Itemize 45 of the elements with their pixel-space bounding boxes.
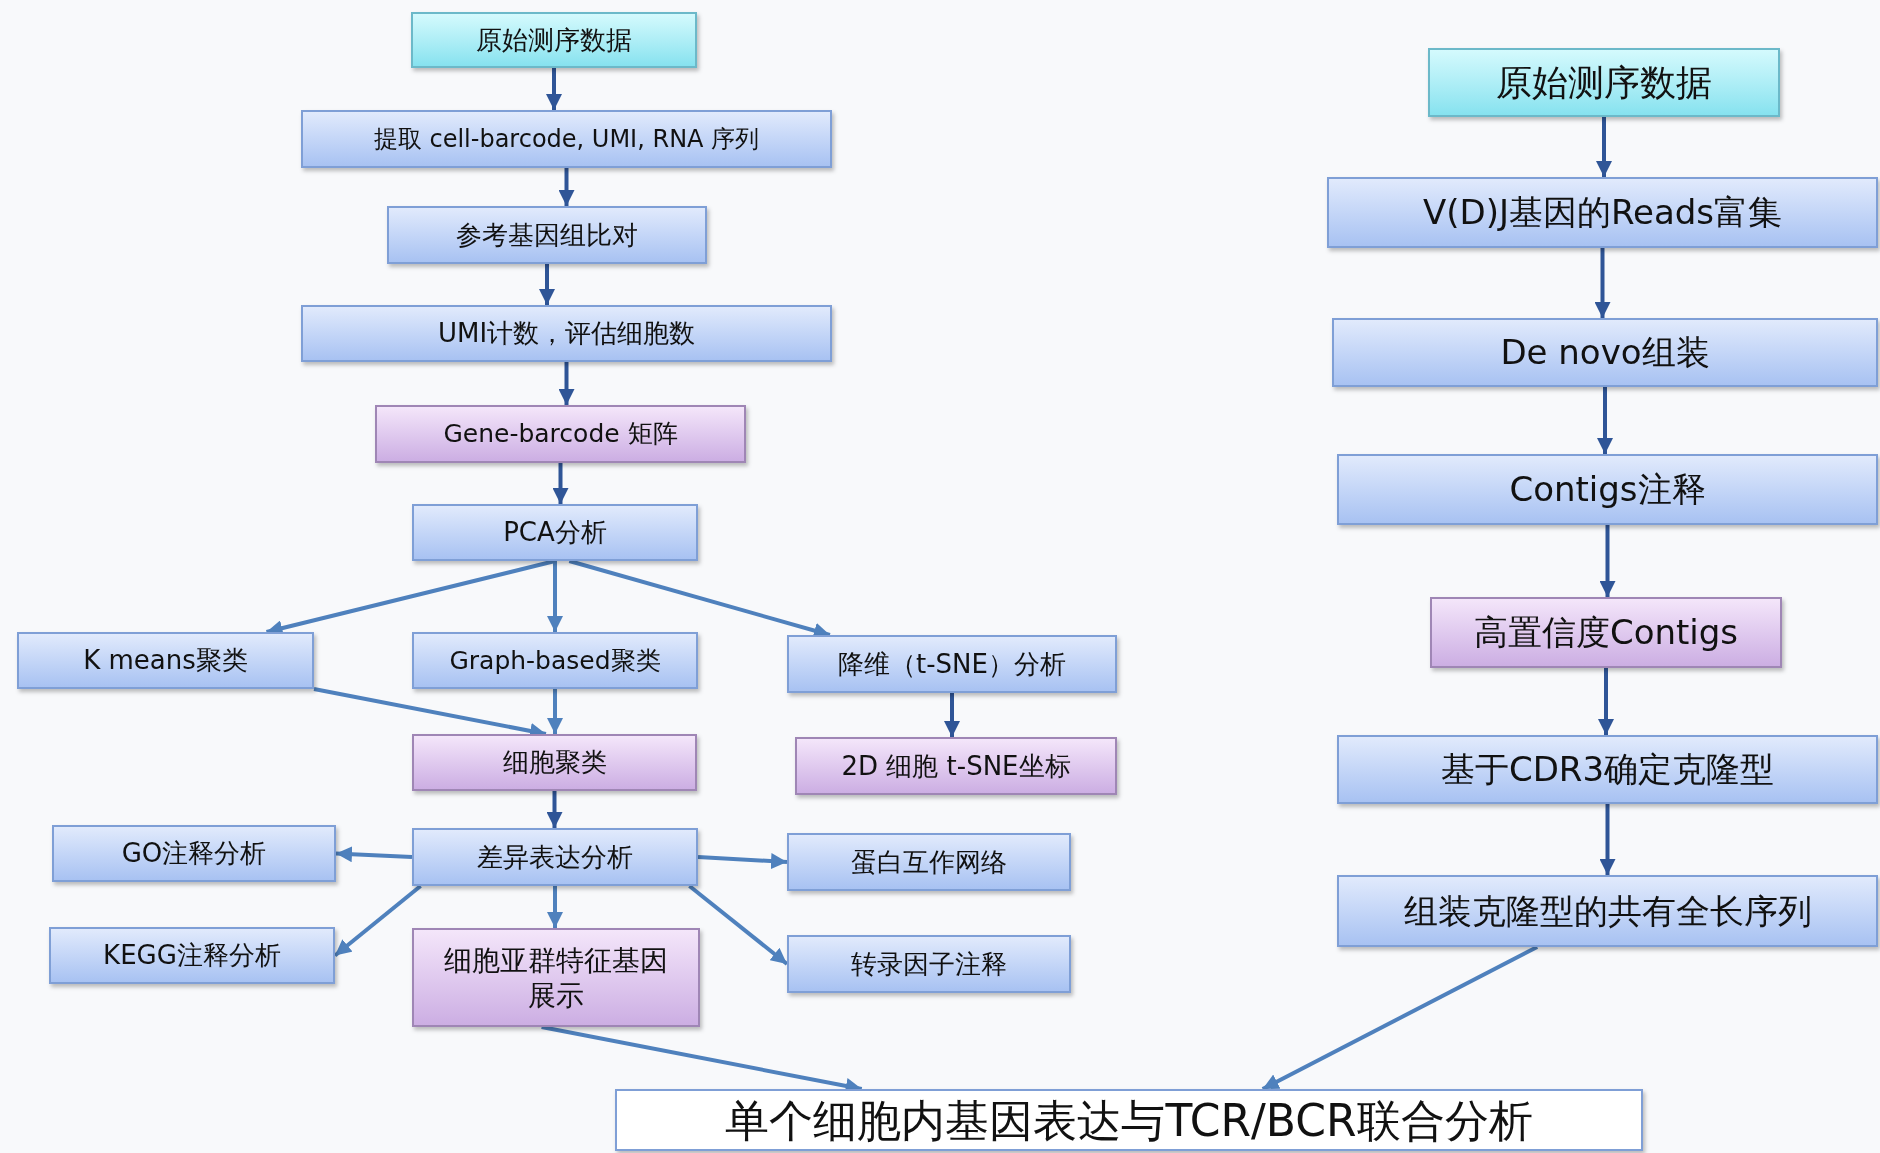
process-box: 细胞聚类 bbox=[412, 734, 697, 791]
process-box: 2D 细胞 t-SNE坐标 bbox=[795, 737, 1117, 795]
process-box: 差异表达分析 bbox=[412, 828, 698, 886]
arrow bbox=[335, 846, 413, 863]
process-box: 降维（t-SNE）分析 bbox=[787, 635, 1117, 693]
arrow bbox=[546, 791, 563, 828]
process-box: KEGG注释分析 bbox=[49, 927, 335, 984]
arrow bbox=[944, 693, 960, 737]
arrow bbox=[1598, 668, 1614, 735]
process-box: PCA分析 bbox=[412, 504, 698, 561]
process-box: GO注释分析 bbox=[52, 825, 336, 882]
arrow bbox=[558, 362, 575, 405]
arrow bbox=[547, 561, 563, 632]
arrow bbox=[1594, 248, 1611, 318]
arrow bbox=[558, 168, 575, 206]
process-box: Gene-barcode 矩阵 bbox=[375, 405, 746, 463]
process-box: 细胞亚群特征基因展示 bbox=[412, 928, 700, 1027]
arrow bbox=[539, 264, 555, 305]
arrow bbox=[1599, 804, 1616, 875]
arrow bbox=[1261, 945, 1539, 1091]
arrow bbox=[547, 886, 563, 928]
arrow bbox=[546, 68, 562, 110]
process-box: 提取 cell-barcode, UMI, RNA 序列 bbox=[301, 110, 832, 168]
arrow bbox=[697, 853, 788, 870]
process-box: 蛋白互作网络 bbox=[787, 833, 1071, 891]
process-box: V(D)J基因的Reads富集 bbox=[1327, 177, 1878, 248]
process-box: 高置信度Contigs bbox=[1430, 597, 1782, 668]
process-box: UMI计数，评估细胞数 bbox=[301, 305, 832, 362]
process-box: 转录因子注释 bbox=[787, 935, 1071, 993]
arrow bbox=[552, 463, 569, 504]
arrow bbox=[547, 689, 563, 734]
process-box: 参考基因组比对 bbox=[387, 206, 707, 264]
process-box: Contigs注释 bbox=[1337, 454, 1878, 525]
arrow bbox=[688, 884, 789, 966]
process-box: 原始测序数据 bbox=[411, 12, 697, 68]
arrow bbox=[1599, 525, 1616, 597]
process-box: Graph-based聚类 bbox=[412, 632, 698, 689]
process-box: 原始测序数据 bbox=[1428, 48, 1780, 117]
process-box: 组装克隆型的共有全长序列 bbox=[1337, 875, 1878, 947]
process-box: 基于CDR3确定克隆型 bbox=[1337, 735, 1878, 804]
process-box: De novo组装 bbox=[1332, 318, 1878, 387]
process-box: K means聚类 bbox=[17, 632, 314, 689]
arrow bbox=[1597, 387, 1613, 454]
process-box: 单个细胞内基因表达与TCR/BCR联合分析 bbox=[615, 1089, 1643, 1151]
arrow bbox=[1596, 117, 1612, 177]
